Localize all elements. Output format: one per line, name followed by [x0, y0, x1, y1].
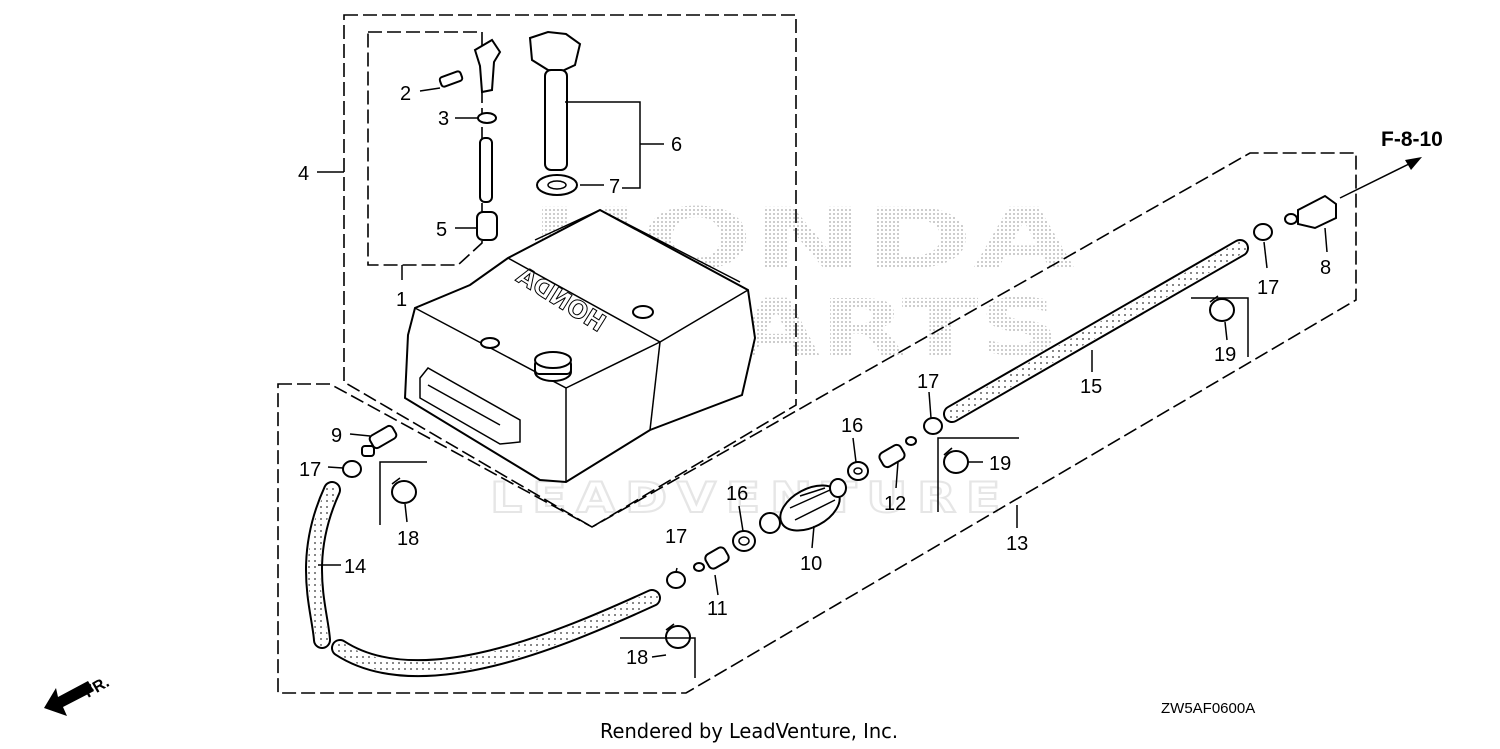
callout-17c: 17: [917, 371, 939, 393]
fuel-tank: HONDA: [403, 208, 757, 484]
callout-14: 14: [344, 556, 366, 578]
callout-16a: 16: [726, 483, 748, 505]
callout-17a: 17: [299, 459, 321, 481]
hose-15: [943, 239, 1249, 423]
part-6-drawing: [528, 30, 582, 171]
part-19a-drawing: [943, 447, 969, 474]
callout-9: 9: [331, 425, 342, 447]
callout-19b: 19: [1214, 344, 1236, 366]
part-17c-drawing: [923, 417, 943, 435]
part-17b-drawing: [666, 571, 686, 589]
part-17d-drawing: [1253, 223, 1273, 241]
front-direction-arrow: [44, 681, 94, 716]
callout-8: 8: [1320, 257, 1331, 279]
callout-13: 13: [1006, 533, 1028, 555]
callout-15: 15: [1080, 376, 1102, 398]
tank-assembly-box: [343, 14, 797, 528]
callout-6: 6: [671, 134, 682, 156]
callout-3: 3: [438, 108, 449, 130]
part-gauge-stem: [479, 137, 493, 203]
callout-2: 2: [400, 83, 411, 105]
callout-1: 1: [396, 289, 407, 311]
part-17a-drawing: [342, 460, 362, 478]
reference-arrow: [1339, 157, 1422, 199]
fuel-gauge-box: [367, 31, 483, 266]
part-5-drawing: [476, 211, 498, 241]
part-10-drawing: [759, 478, 847, 534]
diagram-code: ZW5AF0600A: [1161, 700, 1255, 717]
callouts: 2 3 4 5 1 6 7 9 17 18 14 17 11 16 10 16 …: [298, 83, 1331, 669]
reference-link-label: F-8-10: [1381, 128, 1443, 151]
watermark-leadventure: LEADVENTURE: [490, 473, 1010, 522]
callout-17b: 17: [665, 526, 687, 548]
part-16b-drawing: [847, 461, 869, 481]
callout-18b: 18: [626, 647, 648, 669]
callout-5: 5: [436, 219, 447, 241]
part-3-drawing: [477, 112, 497, 124]
callout-18a: 18: [397, 528, 419, 550]
callout-19a: 19: [989, 453, 1011, 475]
part-19b-drawing: [1209, 295, 1235, 322]
part-9-drawing: [361, 424, 398, 457]
part-18b-drawing: [665, 623, 691, 649]
callout-17d: 17: [1257, 277, 1279, 299]
part-2-drawing: [438, 38, 502, 94]
front-direction-label: FR.: [82, 674, 113, 702]
part-11-drawing: [693, 546, 730, 572]
part-18a-drawing: [391, 477, 417, 504]
hose-14: [305, 481, 661, 678]
callout-11: 11: [707, 598, 728, 620]
part-16a-drawing: [732, 530, 756, 552]
part-12-drawing: [878, 436, 917, 469]
callout-16b: 16: [841, 415, 863, 437]
callout-12: 12: [884, 493, 906, 515]
callout-10: 10: [800, 553, 822, 575]
leader-lines: [317, 87, 1328, 678]
part-7-drawing: [536, 174, 578, 196]
part-8-drawing: [1284, 194, 1337, 230]
callout-7: 7: [609, 176, 620, 198]
callout-4: 4: [298, 163, 309, 185]
footer-credit: Rendered by LeadVenture, Inc.: [600, 719, 898, 743]
